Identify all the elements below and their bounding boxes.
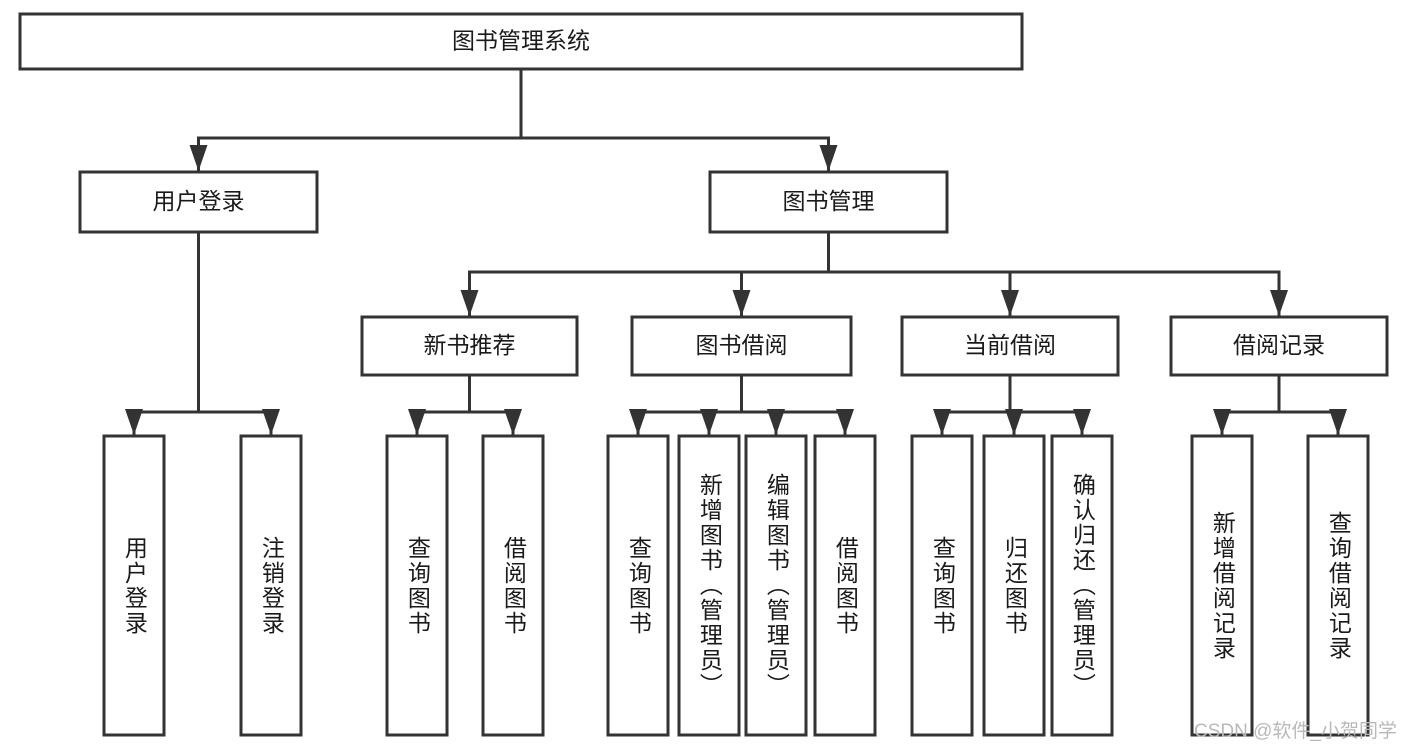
node-leaf-return-book[interactable] — [982, 434, 1046, 737]
node-leaf-borrow-book-2[interactable] — [813, 434, 877, 737]
node-leaf-query-book-1[interactable] — [385, 434, 449, 737]
node-label: 图书管理系统 — [452, 28, 590, 54]
node-leaf-logout[interactable] — [239, 434, 303, 737]
node-leaf-add-book[interactable] — [677, 434, 741, 737]
node-book-manage[interactable]: 图书管理 — [708, 170, 949, 234]
node-leaf-borrow-book-1[interactable] — [481, 434, 545, 737]
node-root[interactable]: 图书管理系统 — [18, 12, 1024, 71]
node-borrow-record[interactable]: 借阅记录 — [1169, 315, 1389, 377]
node-leaf-confirm-return[interactable] — [1050, 434, 1114, 737]
node-label: 借阅记录 — [1233, 332, 1325, 358]
node-current-borrow[interactable]: 当前借阅 — [900, 315, 1120, 377]
node-leaf-user-login[interactable] — [102, 434, 166, 737]
node-label: 新书推荐 — [424, 332, 516, 358]
node-leaf-query-book-2[interactable] — [606, 434, 670, 737]
node-new-book-rec[interactable]: 新书推荐 — [360, 315, 579, 377]
node-label: 当前借阅 — [964, 332, 1056, 358]
node-book-borrow[interactable]: 图书借阅 — [630, 315, 853, 377]
connector-layer — [125, 67, 1347, 436]
node-user-login[interactable]: 用户登录 — [78, 170, 319, 234]
node-label: 用户登录 — [153, 188, 245, 214]
node-leaf-add-record[interactable] — [1190, 434, 1254, 737]
node-leaf-query-record[interactable] — [1306, 434, 1370, 737]
node-leaf-edit-book[interactable] — [744, 434, 808, 737]
node-label: 图书管理 — [783, 188, 875, 214]
node-label: 图书借阅 — [696, 332, 788, 358]
watermark-text: CSDN @软件_小贺同学 — [1194, 721, 1397, 742]
node-leaf-query-book-3[interactable] — [910, 434, 974, 737]
